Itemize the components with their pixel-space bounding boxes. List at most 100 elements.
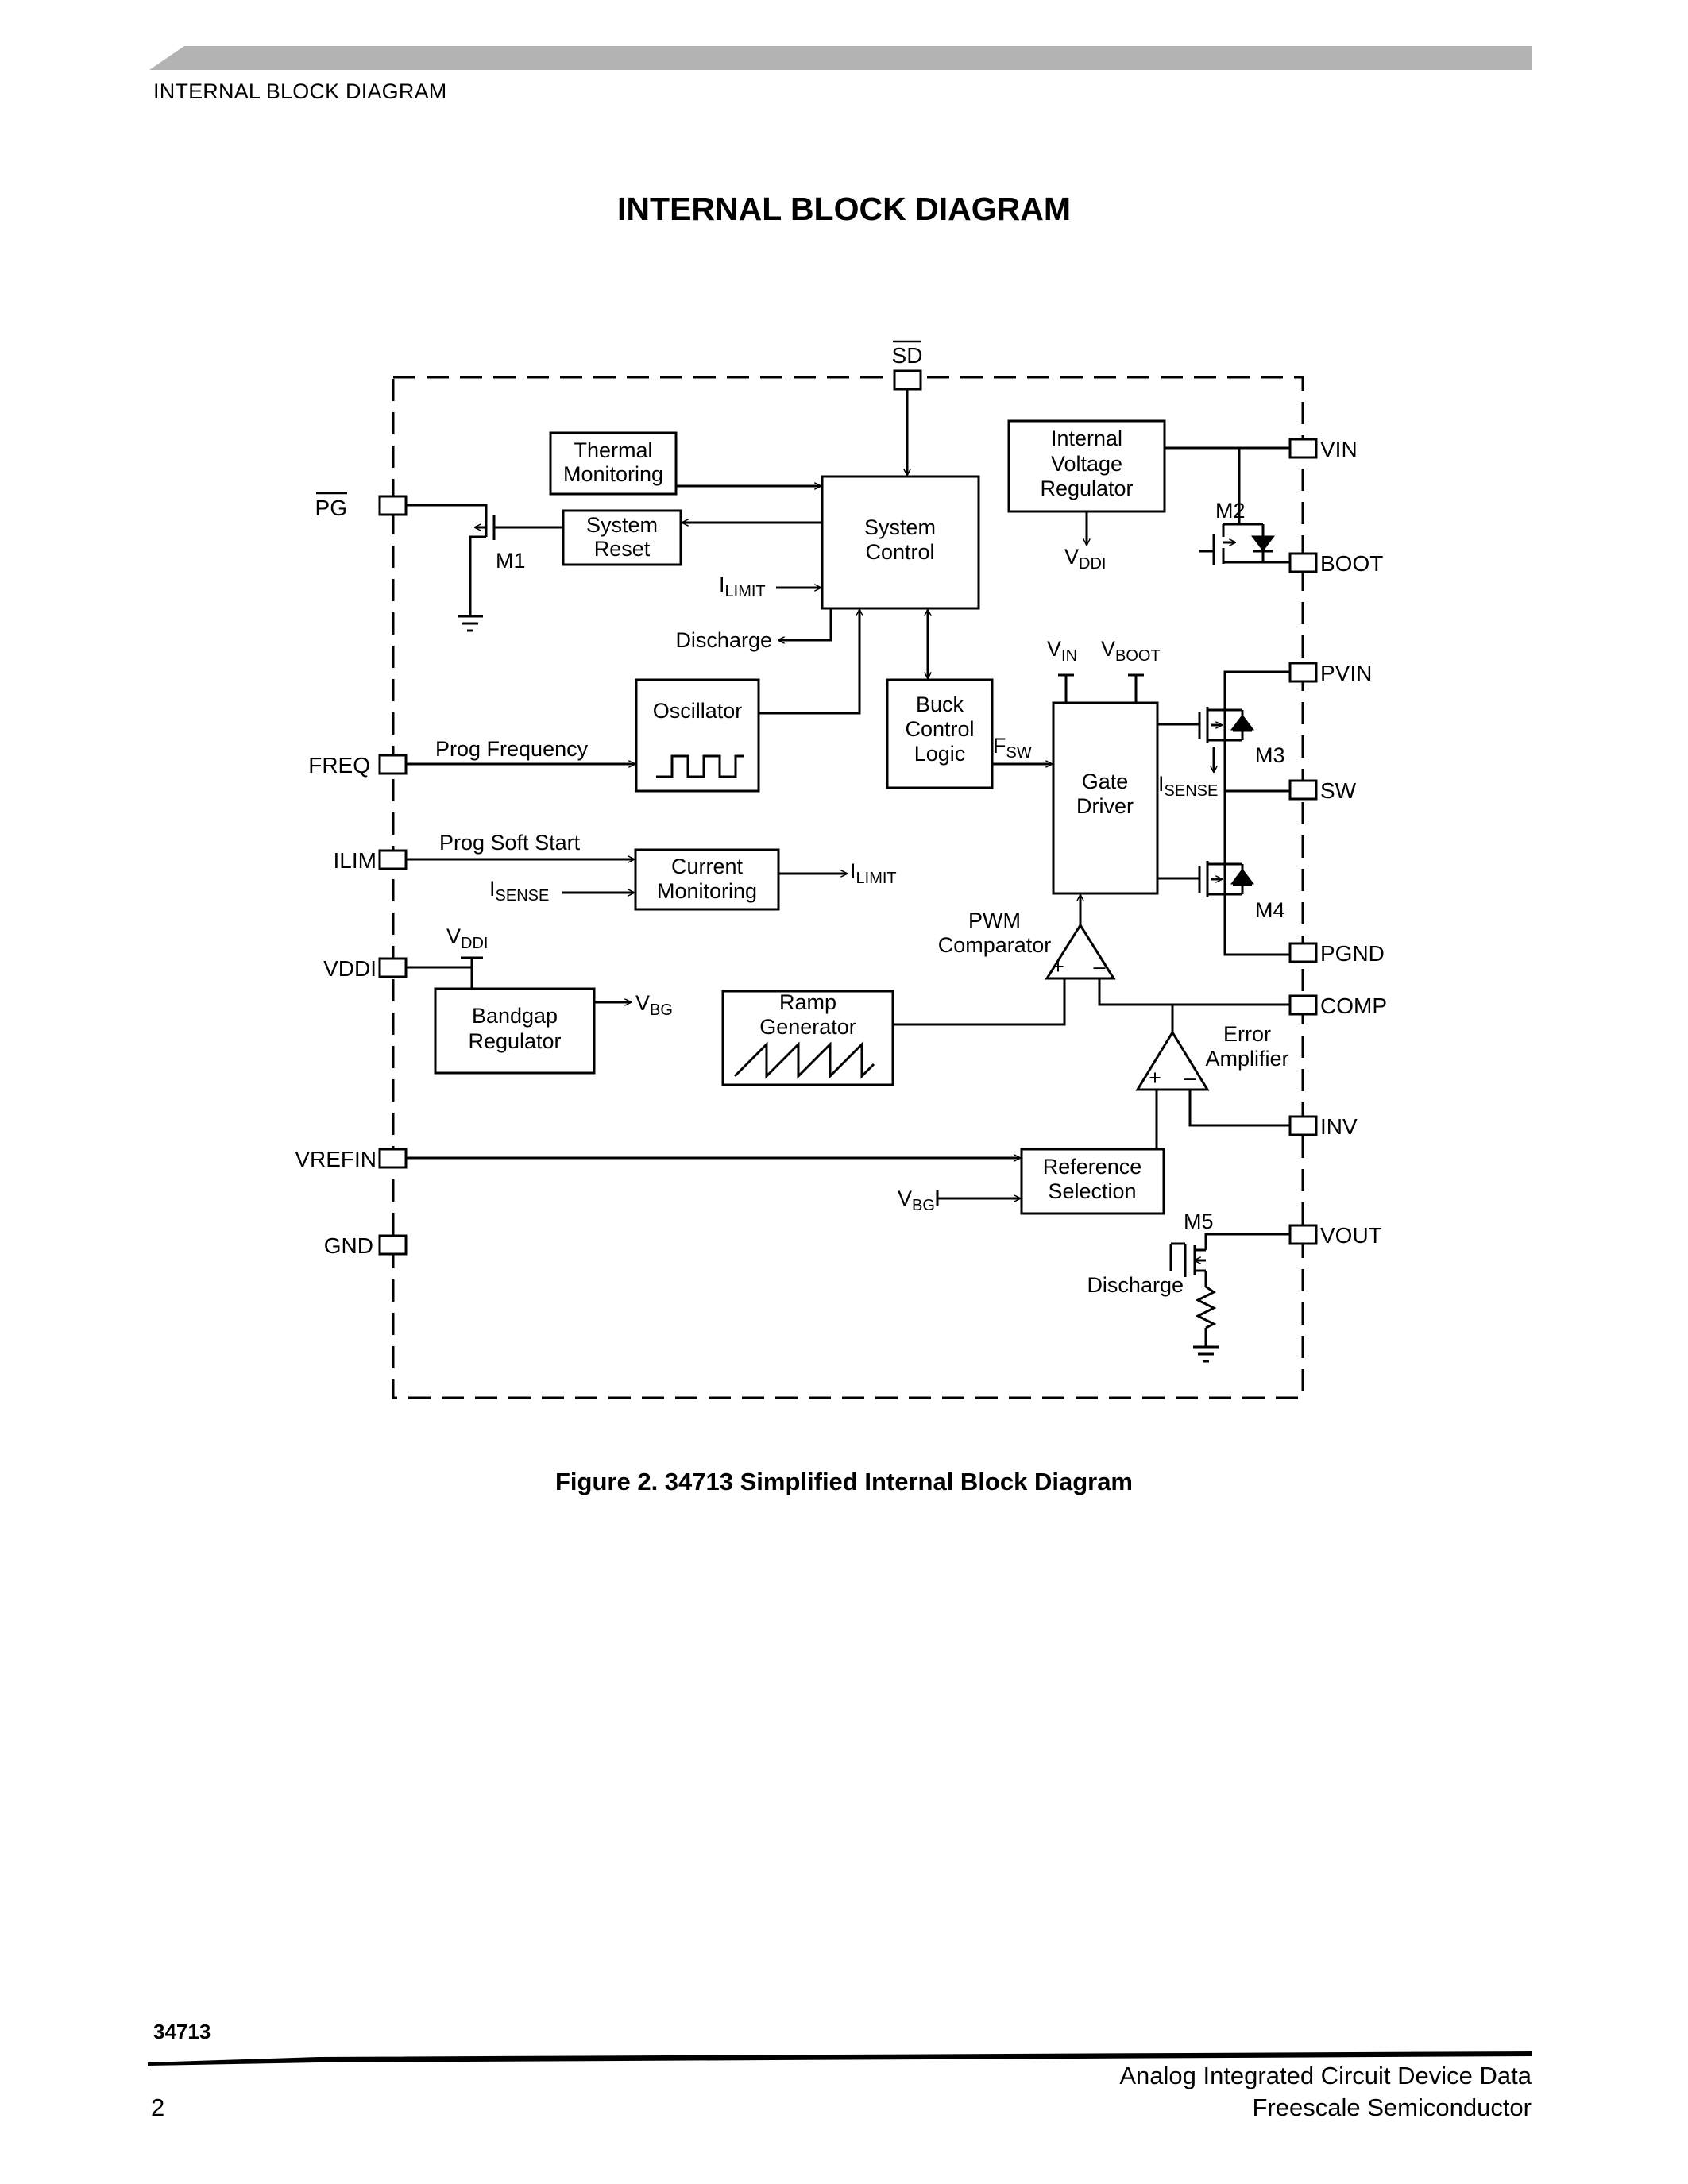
system-control-label-1: System: [864, 515, 936, 539]
pwm-comparator: [1045, 923, 1116, 980]
pin-vddi: VDDI: [323, 956, 377, 981]
reference-selection-block: [1020, 1148, 1165, 1215]
svg-text:Error: Error: [1223, 1022, 1271, 1046]
vbg-out-label: VBG: [635, 991, 673, 1019]
m2-label: M2: [1215, 499, 1246, 523]
svg-text:Monitoring: Monitoring: [657, 879, 757, 903]
m1-source-wire: [469, 535, 486, 604]
page-number: 2: [151, 2093, 165, 2121]
pin-gnd: GND: [324, 1233, 373, 1258]
svg-text:PWM: PWM: [968, 909, 1021, 932]
svg-text:Buck: Buck: [916, 693, 964, 716]
pg-wire: [406, 504, 488, 518]
current-monitoring-block: [634, 848, 780, 911]
vddi-wire: [406, 966, 473, 989]
thermal-monitoring-label-1: Thermal: [574, 438, 652, 462]
svg-text:Selection: Selection: [1048, 1179, 1136, 1203]
svg-text:Thermal: Thermal: [574, 438, 652, 462]
ea-plus: +: [1149, 1066, 1161, 1090]
bandgap-label-1: Bandgap: [472, 1004, 558, 1028]
comp-to-pwm-wire: [1098, 978, 1290, 1006]
buck-control-label-1: Buck: [916, 693, 964, 716]
pin-pg: PG: [315, 496, 347, 520]
svg-text:Control: Control: [905, 717, 974, 741]
buck-control-label-2: Control: [905, 717, 974, 741]
ilimit-in-label: ILIMIT: [719, 573, 766, 600]
pin-freq: FREQ: [308, 753, 370, 778]
svg-text:System: System: [586, 513, 658, 537]
svg-text:Gate: Gate: [1082, 770, 1129, 793]
error-amplifier-label-2: Amplifier: [1205, 1047, 1288, 1071]
chip-boundary: [392, 376, 1304, 1399]
svg-text:Driver: Driver: [1076, 794, 1134, 818]
pvin-wire: [1223, 670, 1290, 956]
osc-ctrl-wire: [759, 610, 859, 715]
running-head: INTERNAL BLOCK DIAGRAM: [153, 79, 447, 103]
svg-text:Control: Control: [865, 540, 934, 564]
ivr-label-1: Internal: [1051, 426, 1122, 450]
svg-text:Internal: Internal: [1051, 426, 1122, 450]
isense-in-label: ISENSE: [489, 877, 549, 905]
svg-text:Reset: Reset: [594, 537, 651, 561]
oscillator-block: [635, 678, 760, 793]
buck-control-label-3: Logic: [914, 742, 966, 766]
system-control-label-2: Control: [865, 540, 934, 564]
system-reset-block: [562, 509, 682, 566]
svg-text:Regulator: Regulator: [468, 1029, 561, 1053]
discharge-top-wire: [778, 608, 832, 640]
svg-text:Voltage: Voltage: [1051, 452, 1122, 476]
m4-label: M4: [1255, 898, 1285, 922]
ramp-generator-block: [721, 990, 894, 1086]
pin-sd: SD: [892, 343, 923, 368]
bandgap-label-2: Regulator: [468, 1029, 561, 1053]
pin-ilim: ILIM: [334, 848, 377, 873]
internal-voltage-regulator-block: [1007, 419, 1166, 513]
svg-text:Reference: Reference: [1043, 1155, 1142, 1179]
reference-selection-label-2: Selection: [1048, 1179, 1136, 1203]
system-reset-label-1: System: [586, 513, 658, 537]
pin-inv: INV: [1320, 1114, 1358, 1139]
footer-publication: Analog Integrated Circuit Device Data: [1119, 2062, 1532, 2089]
page-title: INTERNAL BLOCK DIAGRAM: [617, 191, 1071, 227]
buck-control-logic-block: [886, 678, 994, 789]
m5-label: M5: [1184, 1210, 1214, 1233]
ivr-label-3: Regulator: [1040, 477, 1133, 500]
pin-pvin: PVIN: [1320, 661, 1372, 685]
sawtooth-icon: [733, 1041, 875, 1079]
bandgap-regulator-block: [434, 987, 596, 1075]
footer-company: Freescale Semiconductor: [1252, 2093, 1532, 2121]
system-control-block: [821, 475, 980, 610]
ground-icon-m5: [1193, 1345, 1219, 1363]
square-wave-icon: [656, 754, 744, 778]
ramp-generator-label-1: Ramp: [779, 990, 836, 1014]
svg-text:System: System: [864, 515, 936, 539]
fsw-label: FSW: [993, 734, 1032, 762]
pin-vin: VIN: [1320, 437, 1358, 461]
ramp-generator-label-2: Generator: [759, 1015, 856, 1039]
m4-transistor: [1157, 861, 1254, 897]
ground-icon: [458, 604, 483, 632]
pwm-plus: +: [1052, 955, 1064, 978]
gate-driver-block: [1052, 701, 1159, 895]
pin-sw: SW: [1320, 778, 1357, 803]
svg-text:Comparator: Comparator: [938, 933, 1052, 957]
error-amplifier-label-1: Error: [1223, 1022, 1271, 1046]
header-bar: [149, 46, 1532, 70]
current-monitoring-label-1: Current: [671, 855, 744, 878]
block-diagram: SD PG FREQ ILIM VDDI VREFIN GND VIN BOOT…: [295, 340, 1387, 1399]
vddi-reg-label: VDDI: [1064, 545, 1106, 573]
ivr-label-2: Voltage: [1051, 452, 1122, 476]
inv-wire: [1188, 1090, 1290, 1127]
oscillator-label: Oscillator: [653, 699, 743, 723]
pin-boot: BOOT: [1320, 551, 1383, 576]
prog-frequency-label: Prog Frequency: [435, 737, 589, 761]
m3-transistor: [1157, 707, 1254, 772]
figure-caption: Figure 2. 34713 Simplified Internal Bloc…: [554, 1468, 1134, 1495]
prog-soft-start-label: Prog Soft Start: [439, 831, 581, 855]
thermal-monitoring-block: [549, 431, 678, 496]
pin-vrefin: VREFIN: [295, 1147, 377, 1171]
svg-text:Generator: Generator: [759, 1015, 856, 1039]
pwm-minus: –: [1093, 955, 1105, 978]
svg-text:Bandgap: Bandgap: [472, 1004, 558, 1028]
gate-driver-label-1: Gate: [1082, 770, 1129, 793]
